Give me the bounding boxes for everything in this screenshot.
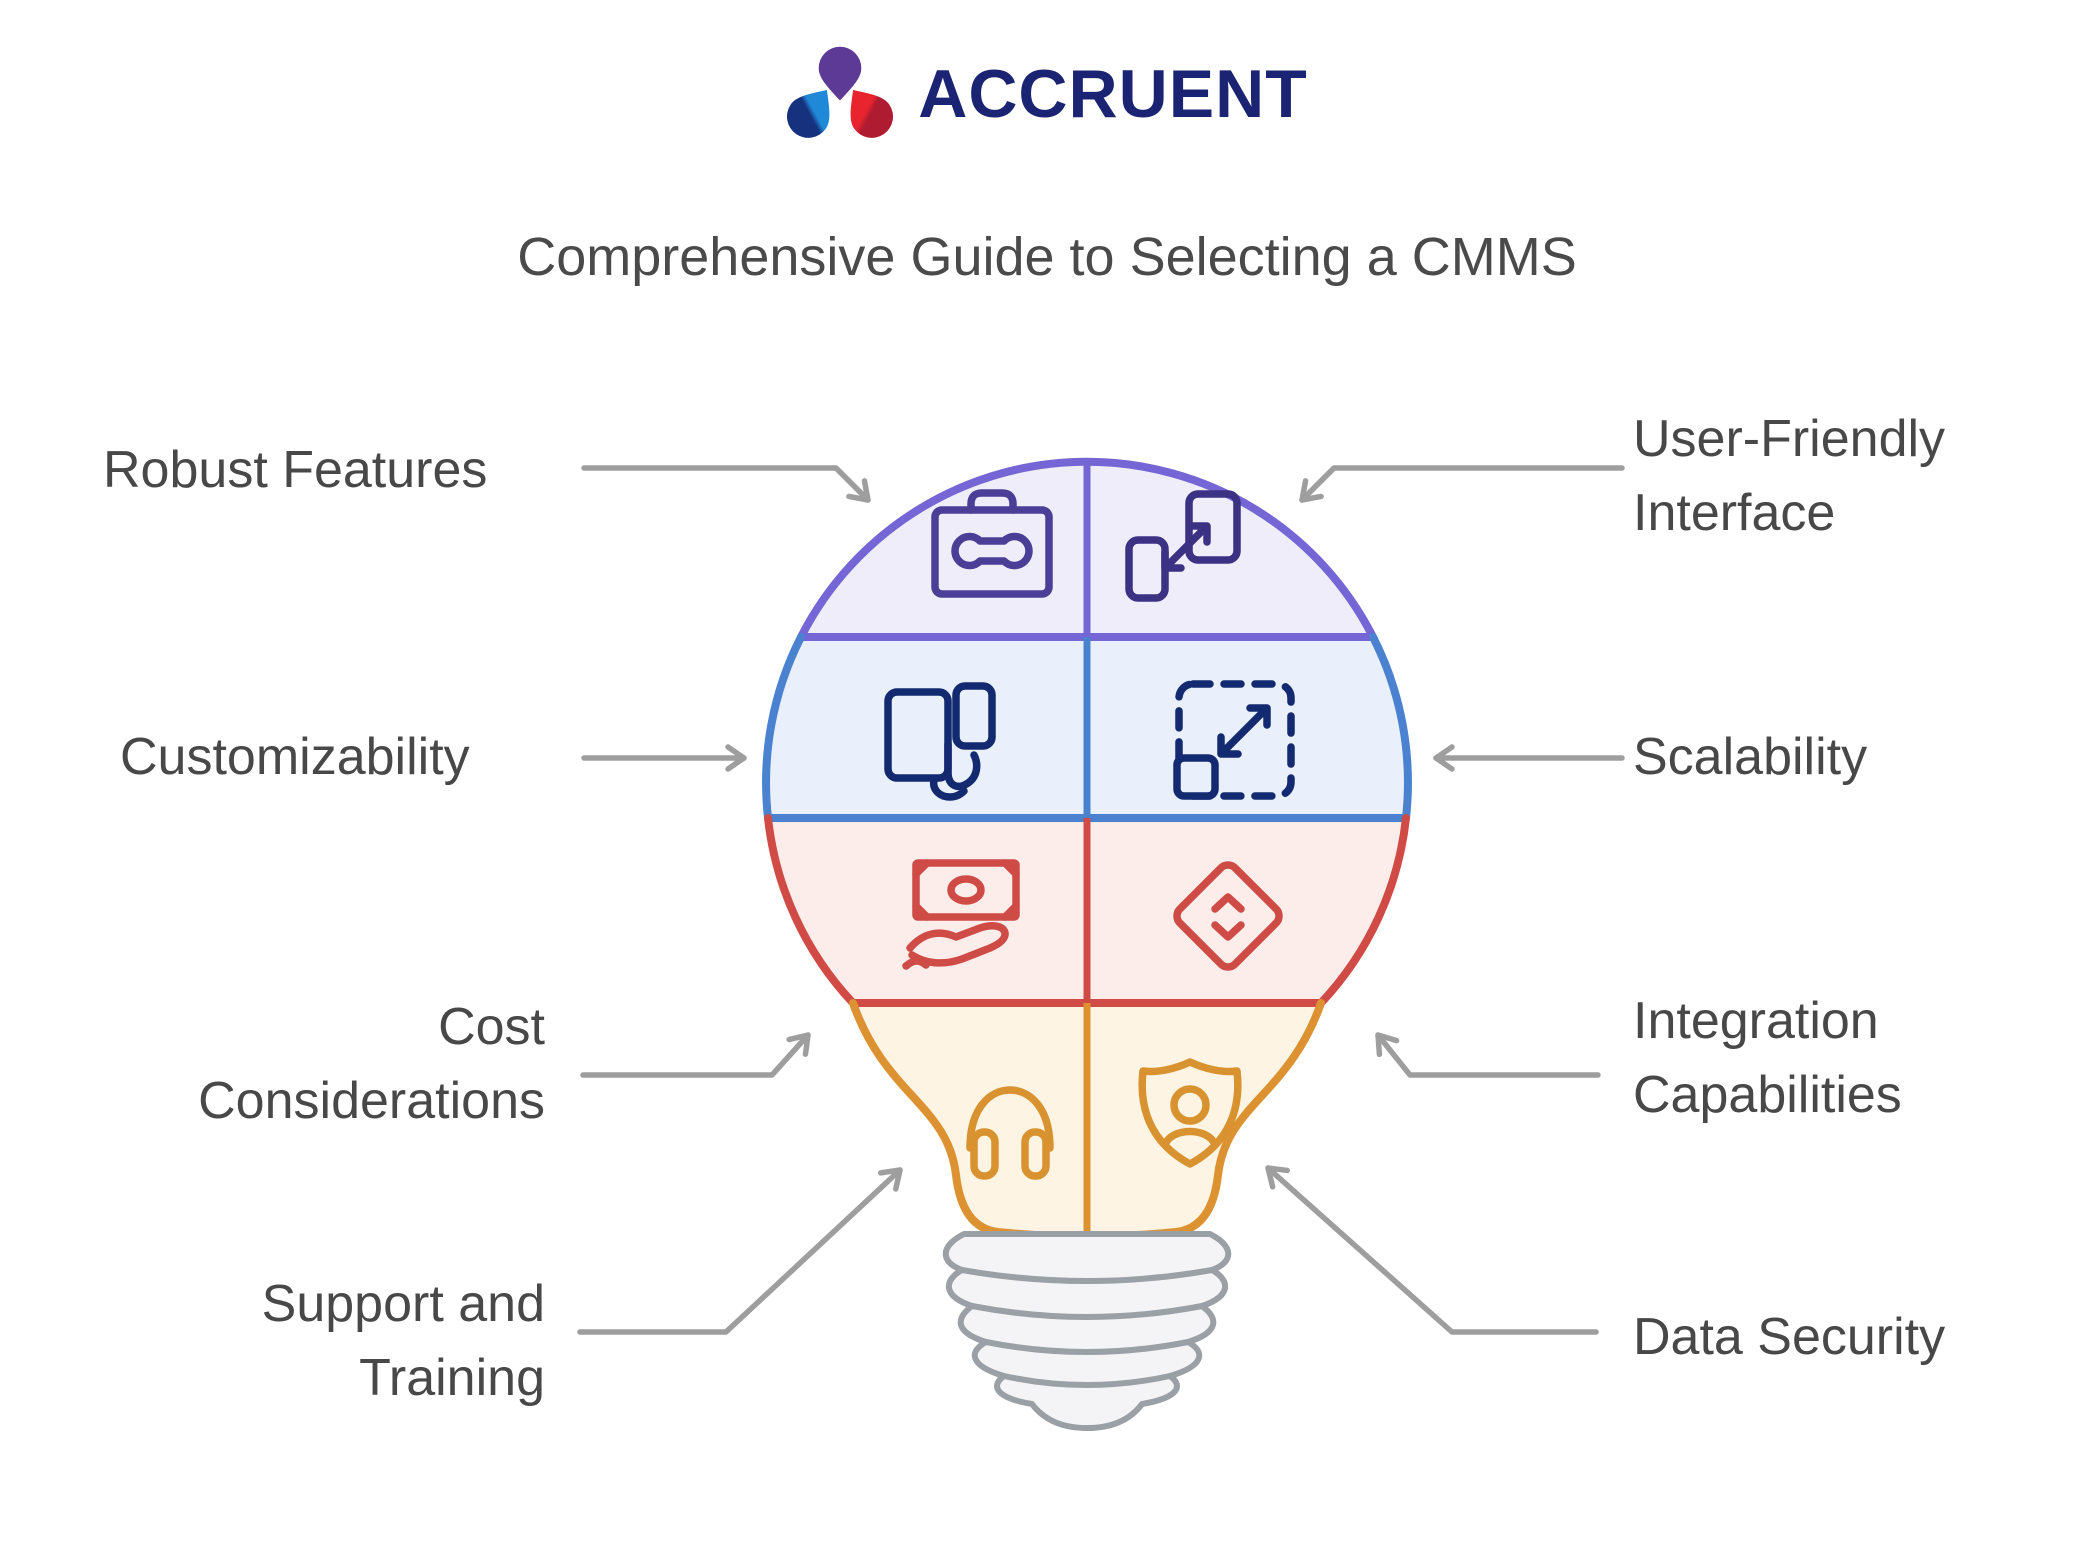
shield-user-icon bbox=[1138, 1058, 1242, 1168]
money-hand-icon bbox=[902, 859, 1020, 970]
arrow-data-security bbox=[1265, 1165, 1599, 1335]
logo-mark bbox=[787, 46, 894, 138]
arrow-support bbox=[577, 1167, 903, 1335]
arrow-integration bbox=[1375, 1032, 1601, 1078]
arrow-cost bbox=[580, 1032, 811, 1078]
device-sync-icon bbox=[1125, 490, 1241, 602]
arrow-user-friendly bbox=[1299, 465, 1625, 503]
accruent-logo-icon bbox=[787, 46, 894, 138]
label-integration-capabilities: Integration Capabilities bbox=[1633, 992, 1902, 1124]
toolbox-wrench-icon bbox=[931, 489, 1053, 598]
brand-wordmark: ACCRUENT bbox=[918, 56, 1308, 132]
label-data-security: Data Security bbox=[1633, 1308, 1946, 1366]
headphones-icon bbox=[966, 1086, 1054, 1180]
bulb-screw-base bbox=[942, 1231, 1232, 1431]
label-robust-features: Robust Features bbox=[103, 441, 488, 499]
label-user-friendly-interface: User-Friendly Interface bbox=[1633, 410, 1946, 542]
diamond-arrows-icon bbox=[1173, 861, 1283, 971]
outline-dome bbox=[797, 457, 1377, 641]
label-scalability: Scalability bbox=[1633, 728, 1868, 786]
label-cost-considerations: Cost Considerations bbox=[198, 998, 545, 1130]
brand-header: ACCRUENT bbox=[0, 44, 2094, 144]
connector-arrows bbox=[577, 465, 1625, 1335]
devices-touch-icon bbox=[884, 682, 996, 801]
scale-expand-icon bbox=[1173, 680, 1295, 800]
page-title: Comprehensive Guide to Selecting a CMMS bbox=[517, 227, 1577, 287]
label-support-and-training: Support and Training bbox=[261, 1275, 545, 1407]
arrow-robust-features bbox=[581, 465, 871, 503]
label-customizability: Customizability bbox=[120, 728, 470, 786]
